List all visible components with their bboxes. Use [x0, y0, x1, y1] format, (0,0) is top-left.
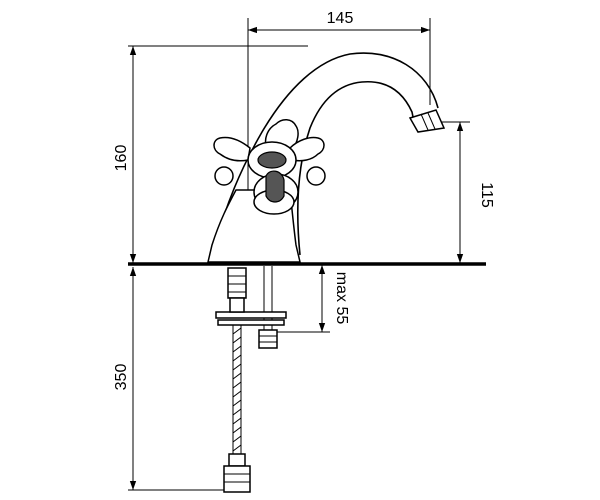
hose-braid-stroke	[232, 327, 242, 335]
hose-fitting-top	[227, 267, 247, 313]
handle-cross-icon	[213, 119, 326, 186]
spout-height-label: 115	[478, 182, 495, 208]
hose-braid-stroke	[232, 363, 242, 371]
hose-braid-stroke	[232, 381, 242, 389]
hose-braid-stroke	[232, 435, 242, 443]
hose-braid-stroke	[232, 354, 242, 362]
hose-length-label: 350	[113, 364, 130, 391]
spout-reach-label: 145	[327, 10, 354, 27]
faucet	[207, 52, 446, 263]
hose-braid-stroke	[232, 390, 242, 398]
washer-plate	[215, 311, 287, 319]
hose-braid-stroke	[232, 417, 242, 425]
valve-body	[253, 170, 299, 215]
dimension-spout-height: 115	[456, 122, 495, 263]
dimension-spout-reach: 145	[248, 10, 430, 34]
hose-braid-stroke	[232, 372, 242, 380]
counter-thickness-label: max 55	[333, 272, 350, 325]
hose-braid-stroke	[232, 426, 242, 434]
aerator-icon	[408, 109, 446, 133]
hose-fitting-bottom	[223, 453, 251, 493]
spout-inner	[296, 80, 415, 256]
total-height-label: 160	[113, 145, 130, 172]
spout	[213, 52, 439, 249]
hose-braid-stroke	[232, 336, 242, 344]
mounting-stud	[215, 266, 287, 349]
mounting-nut-icon	[258, 329, 278, 349]
dimension-counter-thickness: max 55	[318, 265, 350, 332]
extension-lines	[128, 18, 470, 491]
dimension-hose-length: 350	[113, 267, 137, 490]
dimension-total-height: 160	[113, 46, 137, 263]
braided-hose	[232, 325, 242, 454]
hose-braid-stroke	[232, 444, 242, 452]
hose-braid-stroke	[232, 408, 242, 416]
hose-braid-stroke	[232, 399, 242, 407]
washer-plate-2	[217, 319, 285, 326]
hose-braid-stroke	[232, 345, 242, 353]
